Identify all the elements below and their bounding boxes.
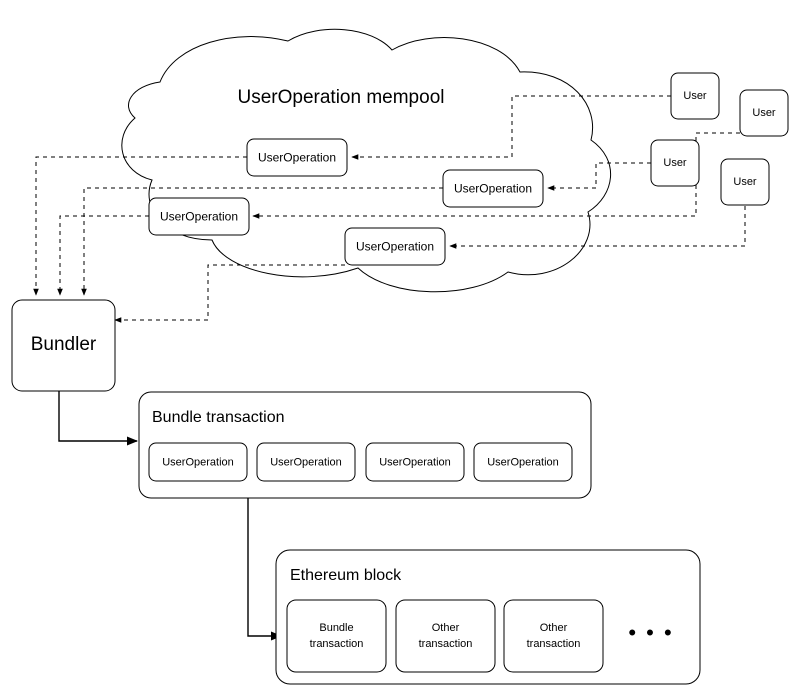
edge-bundle-to-ethereum-block <box>247 498 283 641</box>
mempool-title: UserOperation mempool <box>238 87 445 108</box>
user-node-1-box[interactable] <box>670 72 720 120</box>
user-node-2[interactable]: User <box>739 89 789 137</box>
ethereum-transaction-3-label-line1: Other <box>540 622 568 634</box>
bundle-operation-2-box[interactable] <box>256 442 356 482</box>
bundle-operation-4-label: UserOperation <box>487 456 559 468</box>
mempool-operation-1[interactable]: UserOperation <box>246 138 348 177</box>
bundle-operation-4[interactable]: UserOperation <box>473 442 573 482</box>
ethereum-transaction-2-box[interactable] <box>395 599 496 673</box>
ethereum-block-title: Ethereum block <box>290 567 402 584</box>
user-node-2-label: User <box>752 107 776 119</box>
user-node-1-label: User <box>683 90 707 102</box>
mempool-operation-2-label: UserOperation <box>454 182 532 196</box>
user-node-3[interactable]: User <box>650 139 700 187</box>
ethereum-transaction-2-label-line1: Other <box>432 622 460 634</box>
ethereum-transactions-ellipsis: • • • <box>628 620 673 645</box>
ethereum-block-node[interactable]: Ethereum block Bundle transaction Other … <box>275 549 701 685</box>
bundle-operation-2[interactable]: UserOperation <box>256 442 356 482</box>
bundle-operation-4-box[interactable] <box>473 442 573 482</box>
mempool-operation-4-label: UserOperation <box>356 240 434 254</box>
bundle-transaction-node[interactable]: Bundle transaction UserOperation UserOpe… <box>138 391 592 499</box>
edge-op1-to-bundler <box>33 156 247 296</box>
edge-bundler-to-bundle-transaction <box>58 391 139 446</box>
mempool-operation-3[interactable]: UserOperation <box>148 197 250 236</box>
mempool-operation-4[interactable]: UserOperation <box>344 227 446 266</box>
user-node-4-box[interactable] <box>720 158 770 206</box>
bundle-operation-1-box[interactable] <box>148 442 248 482</box>
edge-user1-to-op1 <box>351 95 671 160</box>
ethereum-transaction-3-box[interactable] <box>503 599 604 673</box>
mempool-operation-2[interactable]: UserOperation <box>442 169 544 208</box>
bundle-operation-2-label: UserOperation <box>270 456 342 468</box>
bundle-operation-1-label: UserOperation <box>162 456 234 468</box>
mempool-operation-1-label: UserOperation <box>258 151 336 165</box>
mempool-operation-2-box[interactable] <box>442 169 544 208</box>
ethereum-transaction-1-label-line1: Bundle <box>319 622 353 634</box>
edge-op3-to-bundler <box>57 215 149 296</box>
ethereum-transaction-1[interactable]: Bundle transaction <box>286 599 387 673</box>
bundler-node[interactable]: Bundler <box>11 299 116 392</box>
user-node-3-label: User <box>663 157 687 169</box>
ethereum-transaction-2-label-line2: transaction <box>419 638 473 650</box>
user-node-2-box[interactable] <box>739 89 789 137</box>
edge-user4-to-op4 <box>449 206 746 249</box>
user-node-1[interactable]: User <box>670 72 720 120</box>
bundle-transaction-title: Bundle transaction <box>152 409 285 426</box>
bundle-operation-3-label: UserOperation <box>379 456 451 468</box>
bundle-operation-1[interactable]: UserOperation <box>148 442 248 482</box>
bundler-label: Bundler <box>31 334 97 355</box>
user-node-3-box[interactable] <box>650 139 700 187</box>
ethereum-transaction-2[interactable]: Other transaction <box>395 599 496 673</box>
mempool-operation-3-box[interactable] <box>148 197 250 236</box>
mempool-operation-3-label: UserOperation <box>160 210 238 224</box>
user-node-4-label: User <box>733 176 757 188</box>
ethereum-transaction-3[interactable]: Other transaction <box>503 599 604 673</box>
edge-user3-to-op2 <box>547 162 651 191</box>
mempool-operation-1-box[interactable] <box>246 138 348 177</box>
user-node-4[interactable]: User <box>720 158 770 206</box>
bundle-operation-3-box[interactable] <box>365 442 465 482</box>
bundle-operation-3[interactable]: UserOperation <box>365 442 465 482</box>
ethereum-transaction-1-label-line2: transaction <box>310 638 364 650</box>
ethereum-transaction-1-box[interactable] <box>286 599 387 673</box>
bundler-box[interactable] <box>11 299 116 392</box>
ethereum-transaction-3-label-line2: transaction <box>527 638 581 650</box>
mempool-operation-4-box[interactable] <box>344 227 446 266</box>
